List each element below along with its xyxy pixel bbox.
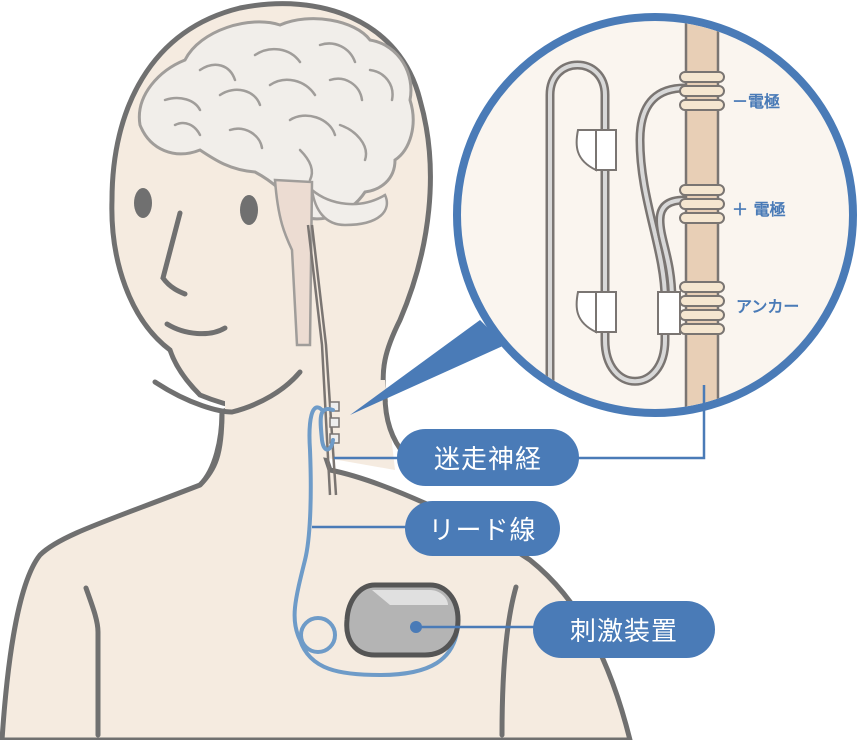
right-eye xyxy=(240,195,258,225)
brain-stem xyxy=(273,178,314,347)
nose xyxy=(160,210,188,297)
left-eye xyxy=(134,188,152,218)
brain-folds xyxy=(163,42,394,182)
leader-lines xyxy=(312,385,706,629)
jaw xyxy=(152,369,303,415)
label-vagus-nerve: 迷走神経 xyxy=(397,429,579,486)
label-anchor: アンカー xyxy=(736,297,800,316)
left-arm-line xyxy=(83,585,101,738)
cerebellum xyxy=(310,186,389,227)
label-lead-wire: リード線 xyxy=(405,501,560,556)
lead-coil xyxy=(299,616,337,654)
mouth xyxy=(164,321,228,337)
label-negative-electrode: －電極 xyxy=(732,92,781,111)
right-arm-line xyxy=(499,584,519,738)
label-stimulator: 刺激装置 xyxy=(533,601,715,658)
brain xyxy=(137,17,415,221)
callout-pointer xyxy=(350,320,505,415)
electrode-coils xyxy=(679,71,725,335)
label-positive-electrode: ＋ 電極 xyxy=(732,200,786,219)
